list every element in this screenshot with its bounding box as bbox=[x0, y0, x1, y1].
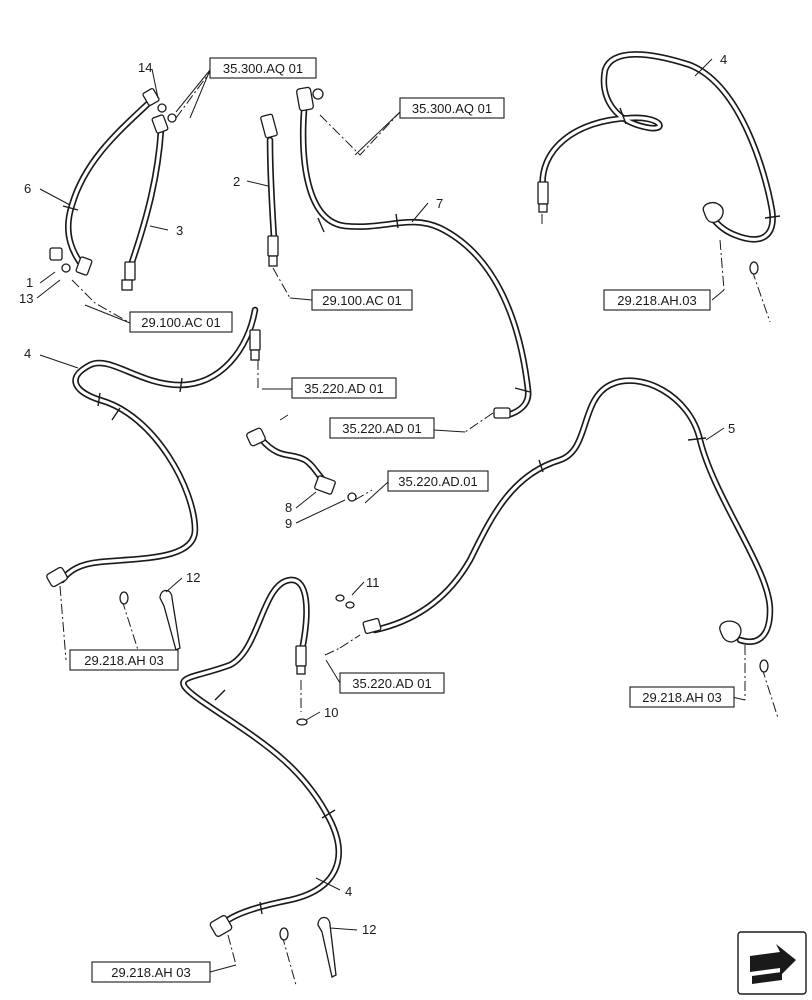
callout-4-bottom: 4 bbox=[345, 884, 352, 899]
ref-box-35-220-ad-01-c[interactable]: 35.220.AD.01 bbox=[387, 470, 489, 492]
ref-label: 29.218.AH 03 bbox=[84, 653, 164, 668]
hose-2 bbox=[266, 136, 278, 242]
ref-label: 35.220.AD.01 bbox=[398, 474, 478, 489]
ref-label: 29.100.AC 01 bbox=[141, 315, 221, 330]
callout-6: 6 bbox=[24, 181, 31, 196]
ref-box-29-218-ah-03-left[interactable]: 29.218.AH 03 bbox=[69, 649, 179, 671]
callout-7: 7 bbox=[436, 196, 443, 211]
ref-box-35-300-aq-01-right[interactable]: 35.300.AQ 01 bbox=[399, 97, 505, 119]
hose-7 bbox=[299, 106, 532, 419]
callout-4-top: 4 bbox=[720, 52, 727, 67]
ref-box-35-220-ad-01-b[interactable]: 35.220.AD 01 bbox=[329, 417, 435, 439]
ref-label: 29.100.AC 01 bbox=[322, 293, 402, 308]
ref-box-35-300-aq-01-left[interactable]: 35.300.AQ 01 bbox=[209, 57, 317, 79]
hose-4-bottom bbox=[180, 576, 342, 924]
callout-2: 2 bbox=[233, 174, 240, 189]
ref-label: 35.220.AD 01 bbox=[304, 381, 384, 396]
callout-4-middle: 4 bbox=[24, 346, 31, 361]
callout-9: 9 bbox=[285, 516, 292, 531]
hose-4-middle-left bbox=[58, 306, 259, 584]
callout-8: 8 bbox=[285, 500, 292, 515]
callout-11: 11 bbox=[366, 575, 380, 590]
callout-3: 3 bbox=[176, 223, 183, 238]
leader-lines bbox=[36, 58, 746, 973]
ref-box-29-100-ac-01-left[interactable]: 29.100.AC 01 bbox=[129, 311, 233, 333]
ref-box-29-218-ah-03-bottom[interactable]: 29.218.AH 03 bbox=[91, 961, 211, 983]
hose-5 bbox=[371, 377, 774, 645]
callout-5: 5 bbox=[728, 421, 735, 436]
callout-13: 13 bbox=[19, 291, 33, 306]
callout-12-bottom: 12 bbox=[362, 922, 376, 937]
ref-label: 29.218.AH.03 bbox=[617, 293, 697, 308]
next-page-arrow-icon[interactable] bbox=[737, 931, 807, 995]
ref-label: 35.300.AQ 01 bbox=[412, 101, 492, 116]
ref-label: 35.220.AD 01 bbox=[352, 676, 432, 691]
ref-box-35-220-ad-01-a[interactable]: 35.220.AD 01 bbox=[291, 377, 397, 399]
hose-6 bbox=[62, 96, 156, 272]
callout-numbers: 14 6 3 2 7 4 4 4 1 13 5 8 9 12 12 11 10 bbox=[19, 52, 735, 937]
fittings bbox=[46, 86, 779, 986]
callout-14: 14 bbox=[138, 60, 152, 75]
ref-box-29-218-ah-03-top-right[interactable]: 29.218.AH.03 bbox=[603, 289, 711, 311]
ref-box-29-218-ah-03-right[interactable]: 29.218.AH 03 bbox=[629, 686, 735, 708]
hose-4-top-right bbox=[539, 51, 781, 243]
ref-label: 35.300.AQ 01 bbox=[223, 61, 303, 76]
ref-label: 35.220.AD 01 bbox=[342, 421, 422, 436]
callout-10: 10 bbox=[324, 705, 338, 720]
center-lines bbox=[59, 71, 746, 966]
hose-3 bbox=[128, 126, 165, 266]
ref-label: 29.218.AH 03 bbox=[642, 690, 722, 705]
ref-label: 29.218.AH 03 bbox=[111, 965, 191, 980]
ref-box-35-220-ad-01-d[interactable]: 35.220.AD 01 bbox=[339, 672, 445, 694]
callout-1: 1 bbox=[26, 275, 33, 290]
ref-box-29-100-ac-01-right[interactable]: 29.100.AC 01 bbox=[311, 289, 413, 311]
callout-12-middle: 12 bbox=[186, 570, 200, 585]
